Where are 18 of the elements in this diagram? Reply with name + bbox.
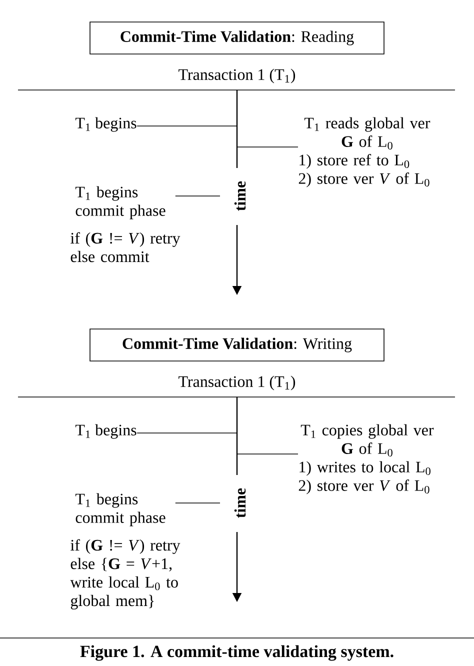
event-text: T$_{1}$ begins [75, 424, 136, 439]
event-text: T$_{1}$ copies global ver G of L$_{0}$ 1) writes to local L$_{0}$ 2) store ver V of L$_{0}$ [298, 424, 434, 494]
condition-text: if (G != V) retry else {G = V+1, write local L$_{0}$ to global mem} [70, 539, 180, 610]
leader-line [175, 502, 220, 504]
transaction-heading: Transaction 1 (T$_{1}$) [178, 68, 296, 84]
event-text: T$_{1}$ begins commit phase [75, 186, 166, 220]
leader-line [136, 432, 238, 434]
title-box: Commit-Time Validation: Reading [90, 22, 384, 54]
event-text: T$_{1}$ begins commit phase [75, 493, 166, 526]
leader-line [236, 146, 298, 148]
figure-caption: Figure 1. A commit-time validating system. [80, 645, 394, 661]
axis-label: time [234, 488, 246, 518]
condition-text: if (G != V) retry else commit [70, 232, 180, 262]
axis-label: time [234, 181, 246, 211]
title-box: Commit-Time Validation: Writing [90, 328, 384, 362]
event-text: T$_{1}$ begins [75, 117, 136, 132]
transaction-heading: Transaction 1 (T$_{1}$) [178, 376, 296, 390]
event-text: T$_{1}$ reads global ver G of L$_{0}$ 1) store ref to L$_{0}$ 2) store ver V of L$_{0}$ [298, 117, 430, 188]
